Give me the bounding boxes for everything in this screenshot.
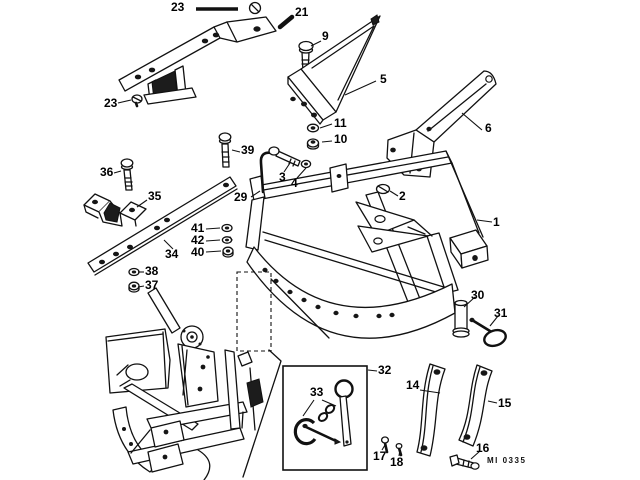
leader-line-32 [367,369,378,372]
pin-17 [380,436,390,454]
drawbar-frame-1 [245,150,489,339]
part-label-10-6: 10 [334,132,348,146]
leader-line-33 [302,399,315,417]
washer-38 [128,267,140,277]
part-label-32-24: 32 [378,363,392,377]
part-label-31-23: 31 [494,306,508,320]
leader-line-11 [319,123,333,129]
leader-line-41 [205,227,221,230]
leader-line-14 [419,389,441,394]
leader-line-31 [489,315,499,327]
clevis-pin-30 [452,299,470,338]
bolt-16 [449,454,480,470]
bolt-3 [268,146,301,167]
part-label-14-26: 14 [406,378,420,392]
leader-line-16 [470,450,481,460]
washer-11 [306,123,320,133]
inset-box-32 [282,365,368,471]
part-label-5-3: 5 [380,72,387,86]
part-label-17-28: 17 [373,449,387,463]
part-label-37-20: 37 [145,278,159,292]
part-label-2-13: 2 [399,189,406,203]
leader-line-15 [487,400,498,404]
label-leader-lines [113,7,499,460]
nut-40 [222,246,234,258]
part-label-33-25: 33 [310,385,324,399]
leader-line-40 [205,250,222,253]
leader-line-29 [250,190,261,198]
part-label-30-22: 30 [471,288,485,302]
leader-line-2 [389,190,399,197]
part-label-18-29: 18 [390,455,404,469]
part-label-21-1: 21 [295,5,309,19]
part-label-9-2: 9 [322,29,329,43]
linch-pin-chain-33 [293,379,354,447]
leader-line-34 [163,239,174,250]
pin-21 [277,14,295,30]
part-label-11-5: 11 [334,116,347,130]
nut-4 [300,159,312,169]
part-label-23-21: 23 [104,96,118,110]
part-label-6-4: 6 [485,121,492,135]
leader-line-4 [296,167,307,179]
leader-line-5 [344,80,377,96]
leader-line-33 [321,399,337,407]
leader-line-6 [461,112,483,131]
figure-code: MI 0335 [487,456,527,465]
part-label-15-27: 15 [498,396,512,410]
part-label-41-15: 41 [191,221,205,235]
leader-line-23 [117,99,132,104]
leader-line-3 [283,162,291,173]
part-label-1-14: 1 [493,215,500,229]
leader-line-30 [463,296,476,308]
washer-41 [221,223,233,233]
leader-line-18 [398,449,401,457]
leader-line-36 [113,170,122,174]
bolt-36 [120,158,134,191]
leader-line-39 [231,149,241,153]
part-label-34-18: 34 [165,247,179,261]
screw-23-top [248,1,262,15]
part-label-40-17: 40 [191,245,205,259]
part-label-36-8: 36 [100,165,114,179]
part-label-3-10: 3 [279,170,286,184]
leader-line-9 [310,40,322,47]
bracket-35 [83,193,147,227]
leader-line-1 [476,219,493,223]
flat-bar-34 [87,176,238,276]
support-bar-bracket [118,16,277,105]
leader-line-42 [205,239,221,242]
leader-line-37 [137,285,145,288]
bracket-5 [287,14,381,125]
lock-washer-42 [221,236,233,244]
part-label-23-0: 23 [171,0,185,14]
leader-line-17 [381,444,386,451]
leader-line-10 [321,140,333,143]
part-label-35-9: 35 [148,189,162,203]
part-label-4-11: 4 [291,176,298,190]
hitch-assembly-art [105,271,330,480]
part-label-29-12: 29 [234,190,248,204]
part-label-38-19: 38 [145,264,159,278]
part-label-42-16: 42 [191,233,205,247]
bolt-39 [218,132,232,168]
strap-14 [416,363,446,457]
part-label-39-7: 39 [241,143,255,157]
linch-pin-31 [469,317,507,348]
leader-line-35 [136,199,148,208]
nut-10 [306,138,320,150]
part-label-16-30: 16 [476,441,490,455]
strap-15 [458,364,493,447]
nut-37 [128,281,140,293]
screw-23-left [131,94,143,108]
